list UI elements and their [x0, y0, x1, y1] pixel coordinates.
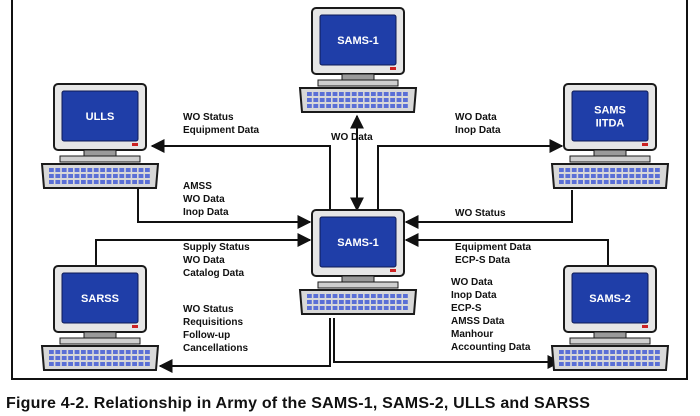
screen-label: SAMS-1	[337, 35, 379, 47]
power-led	[132, 325, 138, 328]
connection-lines	[95, 114, 609, 373]
keyboard-keys	[49, 350, 150, 366]
svg-text:Equipment Data: Equipment Data	[455, 242, 532, 253]
svg-text:WO Data: WO Data	[451, 277, 493, 288]
monitor-screen	[571, 272, 649, 324]
power-led	[390, 67, 396, 70]
monitor-stand	[593, 331, 627, 339]
monitor-stand	[593, 149, 627, 157]
svg-text:WO Status: WO Status	[183, 112, 234, 123]
svg-text:WO Status: WO Status	[455, 208, 506, 219]
svg-text:Inop Data: Inop Data	[455, 125, 501, 136]
svg-text:Supply Status: Supply Status	[183, 242, 250, 253]
svg-text:ECP-S: ECP-S	[451, 303, 482, 314]
computer-sams1-top: SAMS-1	[298, 7, 418, 113]
power-led	[132, 143, 138, 146]
computer-sarss: SARSS	[40, 265, 160, 371]
link-center-to-sams2	[333, 318, 562, 369]
svg-text:Catalog Data: Catalog Data	[183, 268, 245, 279]
link-iitda-to-center	[404, 190, 573, 229]
monitor-stand	[83, 149, 117, 157]
svg-text:ECP-S Data: ECP-S Data	[455, 255, 510, 266]
link-sarss-to-center	[95, 233, 312, 266]
screen-label: SAMS-2	[589, 293, 631, 305]
screen-label: SARSS	[81, 293, 119, 305]
svg-text:WO Status: WO Status	[183, 304, 234, 315]
figure-caption: Figure 4-2. Relationship in Army of the …	[6, 395, 591, 412]
computer-ulls: ULLS	[40, 83, 160, 189]
monitor-screen	[319, 216, 397, 268]
power-led	[642, 325, 648, 328]
flow-label-sarss-lower: WO StatusRequisitionsFollow-upCancellati…	[183, 304, 248, 354]
svg-text:WO Data: WO Data	[183, 255, 225, 266]
screen-label: SAMS-1	[337, 237, 379, 249]
svg-text:WO Data: WO Data	[455, 112, 497, 123]
screen-label: ULLS	[86, 111, 115, 123]
svg-text:Follow-up: Follow-up	[183, 330, 230, 341]
keyboard-keys	[49, 168, 150, 184]
cpu-base	[569, 337, 651, 345]
svg-text:Inop Data: Inop Data	[451, 290, 497, 301]
svg-text:AMSS Data: AMSS Data	[451, 316, 505, 327]
power-led	[642, 143, 648, 146]
svg-text:WO Data: WO Data	[183, 194, 225, 205]
keyboard-keys	[307, 92, 408, 108]
keyboard-keys	[307, 294, 408, 310]
svg-text:Requisitions: Requisitions	[183, 317, 243, 328]
cpu-base	[59, 155, 141, 163]
cpu-base	[569, 155, 651, 163]
flow-label-iitda-lower: WO Status	[455, 208, 506, 219]
cpu-base	[317, 79, 399, 87]
svg-text:Manhour: Manhour	[451, 329, 493, 340]
svg-text:Inop Data: Inop Data	[183, 207, 229, 218]
monitor-screen	[571, 90, 649, 142]
monitor-stand	[83, 331, 117, 339]
screen-label: SAMS	[594, 105, 626, 117]
monitor-screen	[61, 272, 139, 324]
svg-text:AMSS: AMSS	[183, 181, 212, 192]
cpu-base	[317, 281, 399, 289]
power-led	[390, 269, 396, 272]
link-ulls-to-center	[137, 188, 312, 229]
flow-label-top-link: WO Data	[331, 132, 373, 143]
svg-text:WO Data: WO Data	[331, 132, 373, 143]
svg-text:Equipment Data: Equipment Data	[183, 125, 260, 136]
screen-label: IITDA	[596, 118, 625, 130]
link-center-to-sarss	[158, 318, 331, 373]
link-center-to-iitda	[377, 139, 564, 210]
link-center-to-ulls	[150, 139, 331, 210]
monitor-stand	[341, 73, 375, 81]
svg-text:Cancellations: Cancellations	[183, 343, 248, 354]
computer-sams1-center: SAMS-1	[298, 209, 418, 315]
diagram-frame	[11, 0, 688, 380]
svg-text:Accounting Data: Accounting Data	[451, 342, 531, 353]
keyboard-keys	[559, 350, 660, 366]
monitor-stand	[341, 275, 375, 283]
cpu-base	[59, 337, 141, 345]
monitor-screen	[61, 90, 139, 142]
monitor-screen	[319, 14, 397, 66]
computer-sams2: SAMS-2	[550, 265, 670, 371]
link-sams2-to-center	[404, 233, 609, 266]
keyboard-keys	[559, 168, 660, 184]
